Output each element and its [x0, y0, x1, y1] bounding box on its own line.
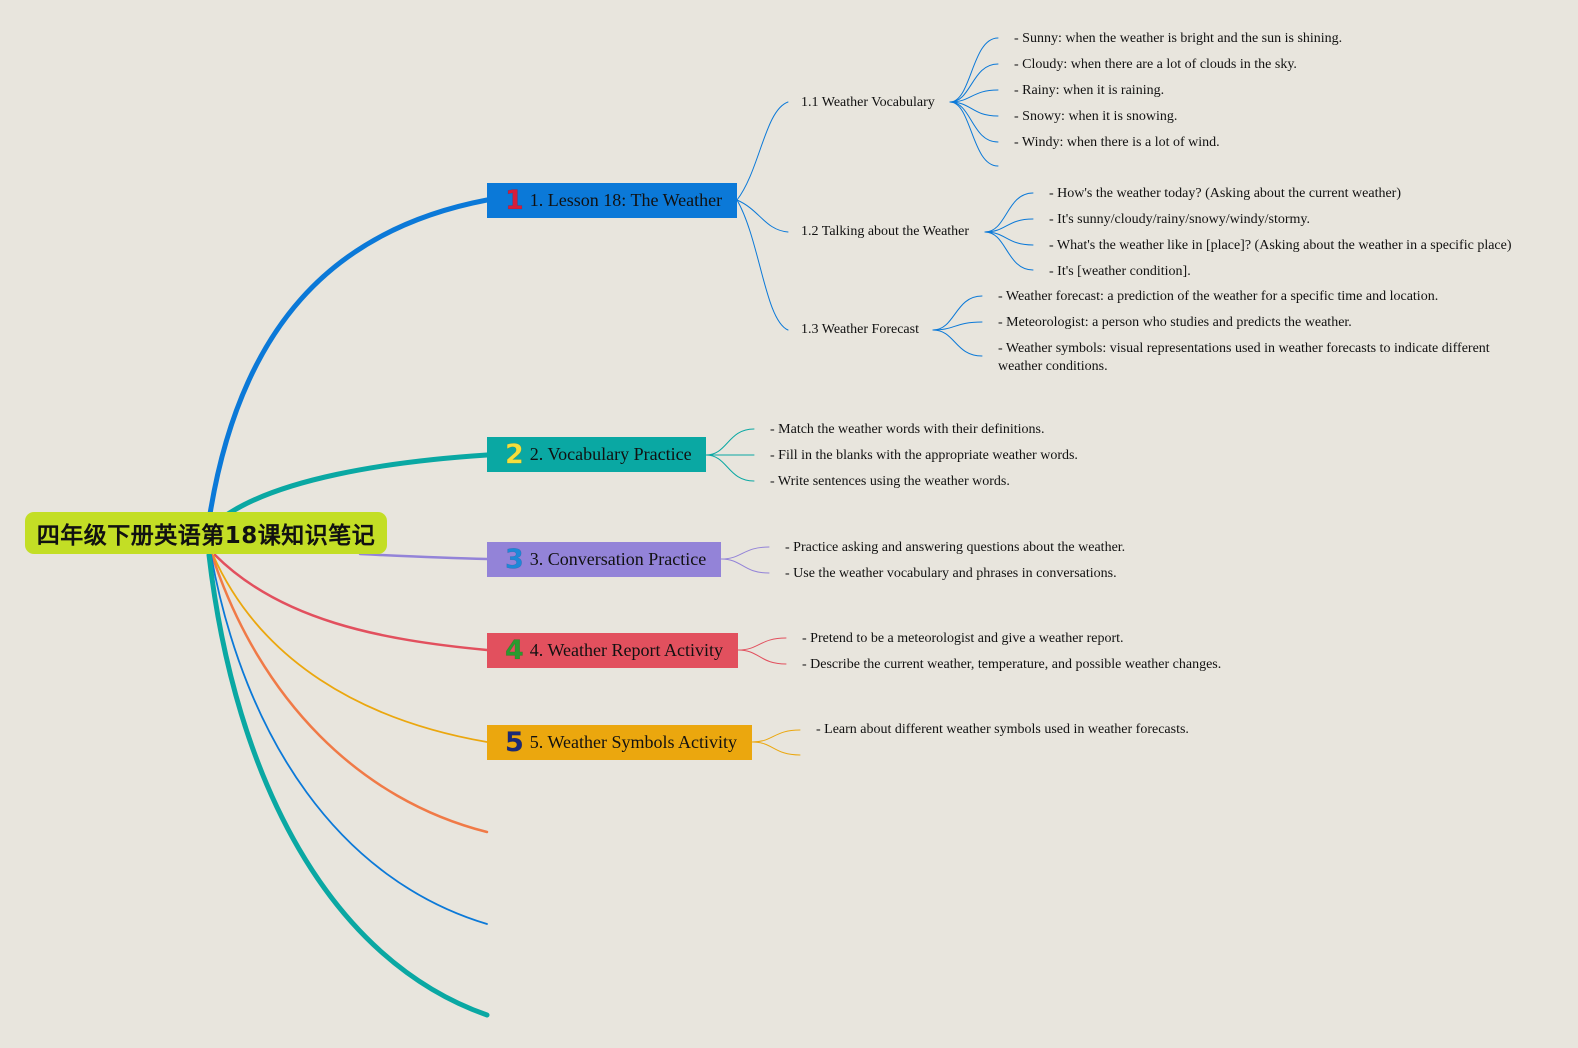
leaf-item[interactable]: - Rainy: when it is raining. — [1014, 83, 1165, 98]
leaf-item[interactable]: - Describe the current weather, temperat… — [802, 657, 1222, 672]
link-root-branch-4 — [213, 553, 489, 652]
leaf-item[interactable]: - How's the weather today? (Asking about… — [1049, 186, 1402, 201]
leaf-item[interactable]: - Fill in the blanks with the appropriat… — [770, 448, 1078, 463]
number-1-icon: 1 — [505, 185, 524, 216]
leaf-item[interactable]: - Cloudy: when there are a lot of clouds… — [1014, 57, 1297, 72]
link-b3-leaf-1 — [720, 546, 770, 560]
leaf-item[interactable]: - Windy: when there is a lot of wind. — [1014, 135, 1220, 150]
link-b4-leaf-2 — [737, 649, 787, 665]
leaf-item[interactable]: - Match the weather words with their def… — [770, 422, 1045, 437]
link-sub1-leaf-3 — [949, 89, 999, 103]
leaf-item[interactable]: - It's sunny/cloudy/rainy/snowy/windy/st… — [1049, 212, 1310, 227]
link-sub1-leaf-6 — [949, 101, 999, 167]
link-b2-leaf-3 — [705, 454, 755, 482]
link-root-branch-3 — [358, 552, 489, 561]
link-sub2-leaf-1 — [984, 192, 1034, 233]
number-2-icon: 2 — [505, 439, 524, 470]
leaf-item[interactable]: - Weather forecast: a prediction of the … — [998, 289, 1439, 304]
link-sub3-leaf-1 — [932, 295, 983, 331]
root-topic[interactable]: 四年级下册英语第18课知识笔记 — [25, 512, 387, 554]
leaf-item[interactable]: - Practice asking and answering question… — [785, 540, 1126, 555]
link-root-branch-1 — [207, 197, 490, 517]
branch-4-weather-report-activity[interactable]: 4 4. Weather Report Activity — [487, 633, 738, 668]
branch-label: 3. Conversation Practice — [529, 549, 707, 569]
subtopic-talking-about-weather[interactable]: 1.2 Talking about the Weather — [801, 224, 970, 239]
branch-label: 2. Vocabulary Practice — [529, 444, 692, 464]
number-5-icon: 5 — [505, 727, 524, 758]
leaf-item[interactable]: - Use the weather vocabulary and phrases… — [785, 566, 1117, 581]
link-b5-leaf-1 — [751, 729, 801, 743]
link-sub3-leaf-3 — [932, 329, 983, 357]
link-root-extra-orange — [210, 553, 489, 834]
link-root-branch-5 — [212, 554, 488, 743]
link-b1-sub1 — [736, 101, 789, 201]
branch-3-conversation-practice[interactable]: 3 3. Conversation Practice — [487, 542, 721, 577]
branch-label: 5. Weather Symbols Activity — [529, 732, 737, 752]
leaf-item[interactable]: - Weather symbols: visual representation… — [998, 341, 1490, 374]
branch-1-lesson-18[interactable]: 1 1. Lesson 18: The Weather — [487, 183, 737, 218]
link-root-extra-blue — [210, 554, 488, 925]
subtopic-weather-vocabulary[interactable]: 1.1 Weather Vocabulary — [801, 95, 935, 110]
number-4-icon: 4 — [505, 635, 524, 666]
number-3-icon: 3 — [505, 544, 524, 575]
link-sub1-leaf-2 — [949, 63, 999, 103]
link-b3-leaf-2 — [720, 558, 770, 574]
link-sub1-leaf-1 — [949, 37, 999, 103]
leaf-item[interactable]: - It's [weather condition]. — [1049, 264, 1191, 279]
link-b5-leaf-2 — [751, 741, 801, 756]
link-sub3-leaf-2 — [932, 321, 983, 331]
branch-label: 4. Weather Report Activity — [529, 640, 723, 660]
leaf-item[interactable]: - Pretend to be a meteorologist and give… — [802, 631, 1124, 646]
link-root-branch-2 — [225, 452, 490, 517]
branch-2-vocabulary-practice[interactable]: 2 2. Vocabulary Practice — [487, 437, 706, 472]
link-b1-sub3 — [736, 199, 789, 331]
branch-label: 1. Lesson 18: The Weather — [529, 190, 723, 210]
link-sub2-leaf-2 — [984, 218, 1034, 233]
link-sub1-leaf-5 — [949, 101, 999, 143]
link-b4-leaf-1 — [737, 637, 787, 651]
link-b1-sub2 — [736, 199, 789, 233]
link-sub2-leaf-4 — [984, 231, 1034, 271]
leaf-item[interactable]: - Snowy: when it is snowing. — [1014, 109, 1178, 124]
leaf-item[interactable]: - What's the weather like in [place]? (A… — [1049, 238, 1512, 253]
leaf-item[interactable]: - Learn about different weather symbols … — [816, 722, 1189, 737]
link-b2-leaf-1 — [705, 428, 755, 456]
link-root-extra-teal — [206, 552, 490, 1018]
leaf-item[interactable]: - Sunny: when the weather is bright and … — [1014, 31, 1343, 46]
leaf-item[interactable]: - Meteorologist: a person who studies an… — [998, 315, 1352, 330]
subtopic-weather-forecast[interactable]: 1.3 Weather Forecast — [801, 322, 919, 337]
leaf-item[interactable]: - Write sentences using the weather word… — [770, 474, 1010, 489]
branch-5-weather-symbols-activity[interactable]: 5 5. Weather Symbols Activity — [487, 725, 752, 760]
